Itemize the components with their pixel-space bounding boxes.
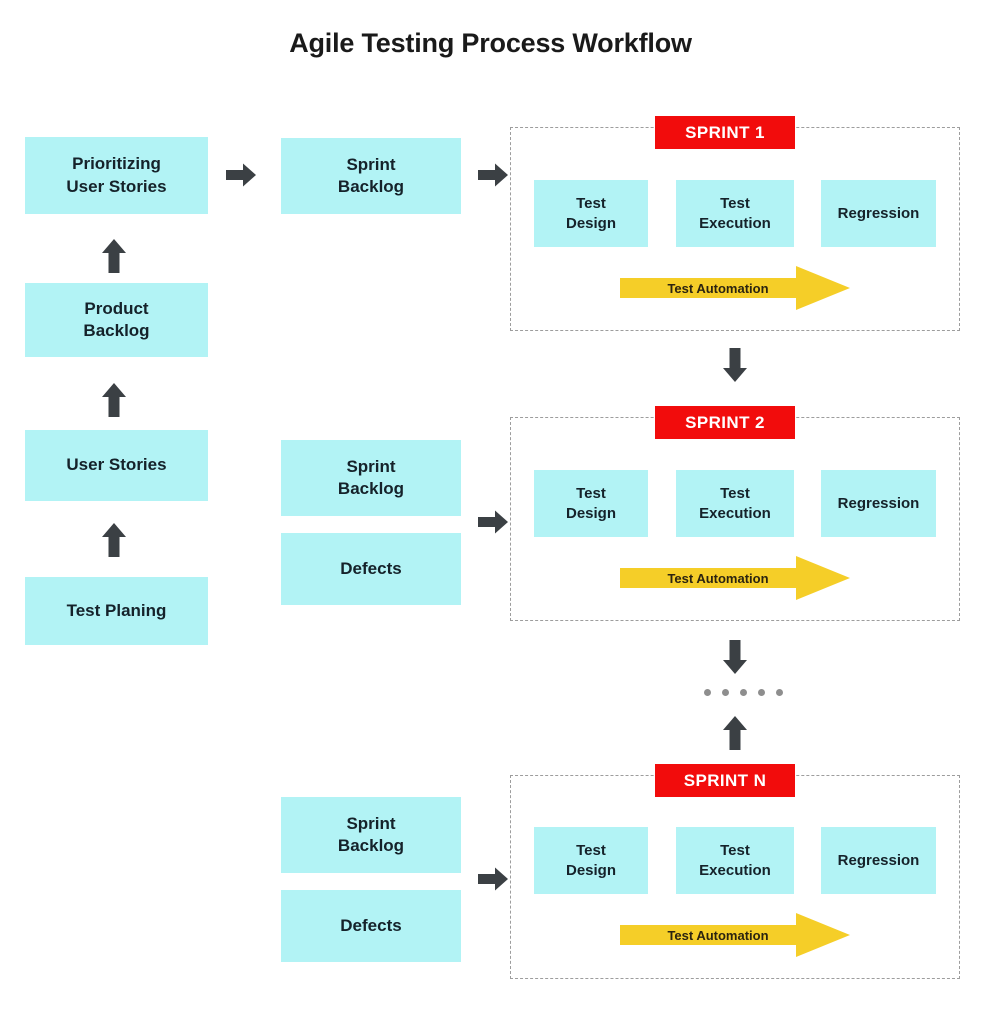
box-defects-2[interactable]: Defects <box>281 533 461 605</box>
box-sprint-backlog-n[interactable]: Sprint Backlog <box>281 797 461 873</box>
stage-box-regression-2[interactable]: Regression <box>821 470 936 537</box>
box-line-1: Sprint <box>346 456 396 476</box>
stage-box-test-execution-1[interactable]: Test Execution <box>676 180 794 247</box>
stage-box-regression-n[interactable]: Regression <box>821 827 936 894</box>
box-line-1: Product <box>84 298 149 318</box>
ellipsis-dots <box>704 689 783 696</box>
dot-icon <box>740 689 747 696</box>
sprint-badge-n[interactable]: SPRINT N <box>655 764 795 797</box>
arrow-up-icon-ellipsis-to-sprintn <box>722 715 748 751</box>
test-automation-arrow-2: Test Automation <box>620 556 850 600</box>
stage-box-test-execution-2[interactable]: Test Execution <box>676 470 794 537</box>
box-line-2: Backlog <box>337 479 405 498</box>
box-line-1: Defects <box>340 558 402 578</box>
stage-line-1: Regression <box>837 204 920 222</box>
stage-line-1: Test <box>720 841 750 859</box>
sprint-badge-1[interactable]: SPRINT 1 <box>655 116 795 149</box>
arrow-down-icon-sprint2-to-ellipsis <box>722 639 748 675</box>
box-user-stories[interactable]: User Stories <box>25 430 208 501</box>
dot-icon <box>722 689 729 696</box>
box-line-1: Test Planing <box>66 600 167 620</box>
box-defects-n[interactable]: Defects <box>281 890 461 962</box>
stage-line-2: Execution <box>699 214 771 232</box>
box-line-1: Sprint <box>346 813 396 833</box>
stage-line-2: Execution <box>699 861 771 879</box>
box-product-backlog[interactable]: Product Backlog <box>25 283 208 357</box>
stage-box-test-design-n[interactable]: Test Design <box>534 827 648 894</box>
dot-icon <box>704 689 711 696</box>
arrow-right-icon-backlog-to-sprint1 <box>477 162 509 188</box>
box-line-2: Backlog <box>337 177 405 196</box>
dot-icon <box>758 689 765 696</box>
page-title: Agile Testing Process Workflow <box>289 28 692 58</box>
box-line-1: User Stories <box>66 455 167 475</box>
stage-line-2: Design <box>565 861 616 879</box>
arrow-down-icon-sprint1-to-sprint2 <box>722 347 748 383</box>
stage-line-1: Test <box>720 484 750 502</box>
arrow-up-icon-product-to-prioritizing <box>101 238 127 274</box>
box-line-2: Backlog <box>83 321 150 340</box>
stage-line-1: Test <box>720 194 750 212</box>
arrow-right-icon-prioritizing-to-backlog <box>225 162 257 188</box>
stage-line-2: Execution <box>699 504 771 522</box>
box-line-2: Backlog <box>337 836 405 855</box>
sprint-badge-2[interactable]: SPRINT 2 <box>655 406 795 439</box>
box-line-1: Defects <box>340 915 402 935</box>
test-automation-arrow-n: Test Automation <box>620 913 850 957</box>
stage-box-test-design-1[interactable]: Test Design <box>534 180 648 247</box>
box-test-planing[interactable]: Test Planing <box>25 577 208 645</box>
box-sprint-backlog-2[interactable]: Sprint Backlog <box>281 440 461 516</box>
arrow-right-icon-inputs-to-sprint2 <box>477 509 509 535</box>
stage-line-2: Design <box>565 214 616 232</box>
arrow-up-icon-planing-to-stories <box>101 522 127 558</box>
arrow-up-icon-stories-to-product <box>101 382 127 418</box>
stage-box-test-design-2[interactable]: Test Design <box>534 470 648 537</box>
box-prioritizing-user-stories[interactable]: Prioritizing User Stories <box>25 137 208 214</box>
test-automation-arrow-1: Test Automation <box>620 266 850 310</box>
dot-icon <box>776 689 783 696</box>
arrow-right-icon-inputs-to-sprintn <box>477 866 509 892</box>
stage-box-regression-1[interactable]: Regression <box>821 180 936 247</box>
stage-line-1: Regression <box>837 494 920 512</box>
stage-line-2: Design <box>565 504 616 522</box>
stage-line-1: Regression <box>837 851 920 869</box>
box-line-1: Prioritizing <box>72 154 161 174</box>
stage-line-1: Test <box>576 194 606 212</box>
stage-line-1: Test <box>576 484 606 502</box>
stage-box-test-execution-n[interactable]: Test Execution <box>676 827 794 894</box>
box-sprint-backlog-1[interactable]: Sprint Backlog <box>281 138 461 214</box>
box-line-2: User Stories <box>66 176 167 196</box>
stage-line-1: Test <box>576 841 606 859</box>
box-line-1: Sprint <box>346 154 396 174</box>
